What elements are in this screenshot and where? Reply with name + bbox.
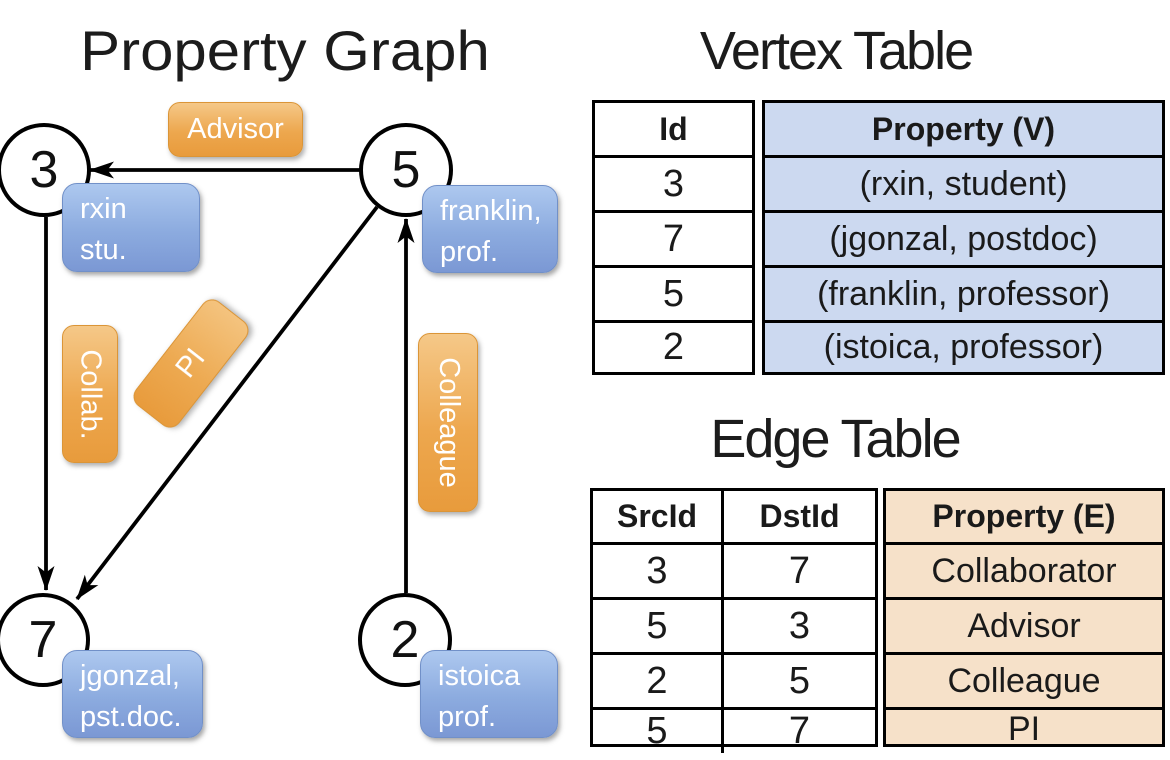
edge-table-header-property: Property (E) bbox=[932, 498, 1116, 534]
edge-table-id-columns: SrcId DstId 3 7 5 3 2 5 5 7 bbox=[590, 488, 878, 753]
edge-label-colleague: Colleague bbox=[418, 333, 478, 512]
node-property-5-line2: prof. bbox=[440, 236, 499, 268]
vertex-table-property-3: (istoica, professor) bbox=[765, 320, 1162, 372]
vertex-table-property-2: (franklin, professor) bbox=[765, 265, 1162, 320]
edge-table-title: Edge Table bbox=[710, 409, 961, 469]
node-property-2-line2: prof. bbox=[438, 701, 497, 733]
edge-label-pi-text: PI bbox=[169, 342, 212, 384]
edge-table-dst-0: 7 bbox=[724, 542, 875, 597]
edge-table-dst-2: 5 bbox=[724, 652, 875, 707]
vertex-table-id-2: 5 bbox=[595, 265, 752, 320]
node-id-7: 7 bbox=[28, 611, 58, 669]
edge-arrow-5-7 bbox=[75, 205, 379, 601]
edge-table-header-dstid: DstId bbox=[759, 498, 840, 534]
edge-table-src-3: 5 bbox=[593, 707, 724, 753]
vertex-table-property-column: Property (V) (rxin, student) (jgonzal, p… bbox=[762, 100, 1165, 375]
edge-table-dst-1: 3 bbox=[724, 597, 875, 652]
node-property-5-line1: franklin, bbox=[440, 195, 542, 227]
edge-table-src-0: 3 bbox=[593, 542, 724, 597]
edge-table-property-column: Property (E) Collaborator Advisor Collea… bbox=[883, 488, 1165, 749]
property-graph-title: Property Graph bbox=[80, 19, 490, 82]
vertex-table-title: Vertex Table bbox=[699, 21, 974, 81]
vertex-table-id-0: 3 bbox=[595, 155, 752, 210]
vertex-table-header-id: Id bbox=[659, 110, 688, 147]
edge-label-collab: Collab. bbox=[62, 325, 118, 463]
edge-label-advisor-text: Advisor bbox=[187, 113, 284, 145]
vertex-table-header-property: Property (V) bbox=[871, 110, 1056, 147]
edge-table-dst-3: 7 bbox=[724, 707, 875, 753]
vertex-table-id-1: 7 bbox=[595, 210, 752, 265]
edge-label-collab-text: Collab. bbox=[74, 348, 107, 440]
vertex-table-id-column: Id 3 7 5 2 bbox=[592, 100, 755, 375]
node-property-3-line2: stu. bbox=[80, 234, 127, 266]
node-property-box-2: istoica prof. bbox=[420, 650, 558, 738]
edge-table-src-2: 2 bbox=[593, 652, 724, 707]
node-id-3: 3 bbox=[29, 141, 59, 199]
edge-table-header-srcid: SrcId bbox=[593, 491, 724, 542]
node-id-2: 2 bbox=[390, 611, 420, 669]
node-property-2-line1: istoica bbox=[438, 660, 521, 692]
edge-table-property-0: Collaborator bbox=[886, 542, 1162, 597]
edge-label-advisor: Advisor bbox=[168, 102, 303, 157]
node-property-7-line2: pst.doc. bbox=[80, 701, 182, 733]
edge-table-property-1: Advisor bbox=[886, 597, 1162, 652]
edge-table-src-1: 5 bbox=[593, 597, 724, 652]
node-property-box-5: franklin, prof. bbox=[422, 185, 558, 273]
node-property-3-line1: rxin bbox=[80, 193, 127, 225]
edge-label-colleague-text: Colleague bbox=[432, 357, 465, 488]
edge-table-property-2: Colleague bbox=[886, 652, 1162, 707]
node-property-box-3: rxin stu. bbox=[62, 183, 200, 272]
vertex-table-id-3: 2 bbox=[595, 320, 752, 372]
vertex-table-property-1: (jgonzal, postdoc) bbox=[765, 210, 1162, 265]
edge-table-property-3: PI bbox=[886, 707, 1162, 749]
node-id-5: 5 bbox=[391, 141, 421, 199]
node-property-box-7: jgonzal, pst.doc. bbox=[62, 650, 203, 738]
vertex-table-property-0: (rxin, student) bbox=[765, 155, 1162, 210]
node-property-7-line1: jgonzal, bbox=[80, 660, 180, 692]
